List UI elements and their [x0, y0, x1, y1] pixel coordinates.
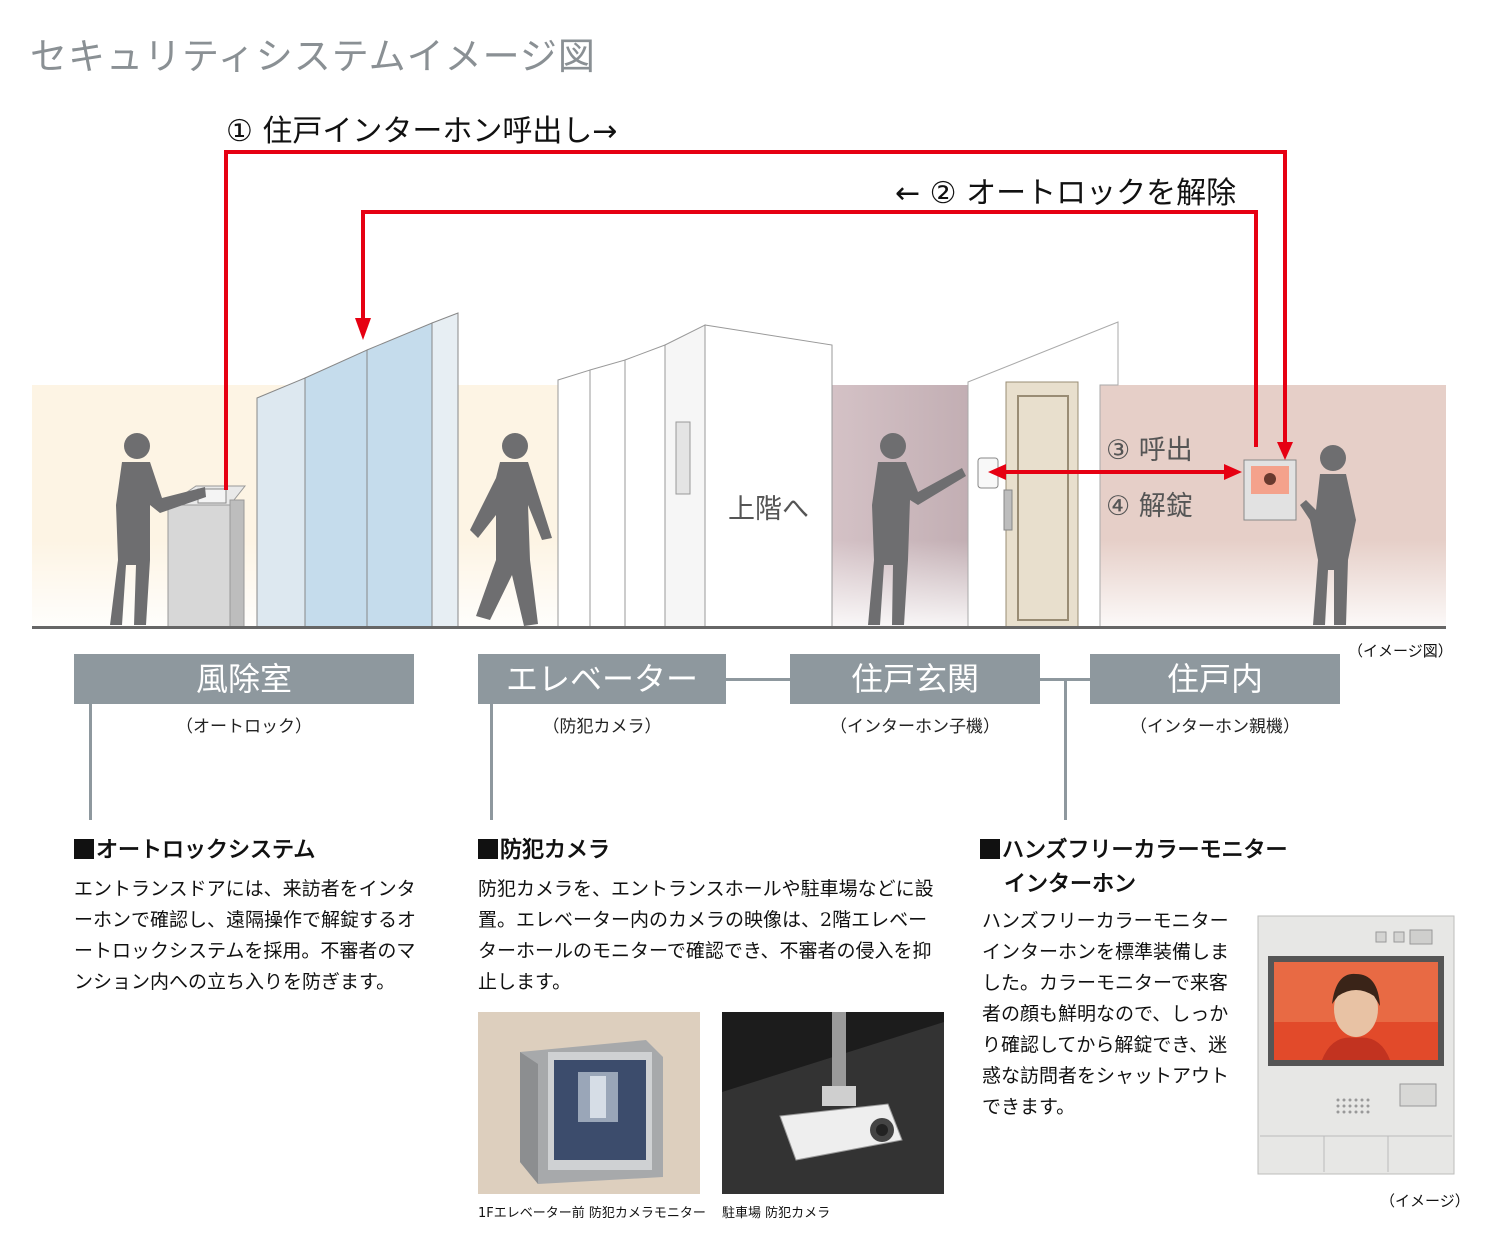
glass-door-frame: [431, 312, 459, 629]
floor-line: [32, 626, 1446, 629]
person-walking: [470, 433, 552, 626]
flow-line-unlock: [361, 210, 1258, 447]
bullet-square-icon: [74, 839, 94, 859]
intercom-monitor-photo: [1257, 915, 1455, 1175]
connector-door-dwelling: [1040, 678, 1090, 681]
zone-box-elevator: エレベーター: [478, 654, 726, 704]
zone-sub-dwelling: （インターホン親機）: [1130, 717, 1300, 737]
flow-line-call: [224, 150, 1287, 490]
flow-step-release-label: ④ 解錠: [1106, 491, 1193, 522]
glass-door-left: [256, 377, 306, 629]
page-title: セキュリティシステムイメージ図: [30, 35, 596, 78]
section-title-intercom-line2: インターホン: [1004, 871, 1137, 897]
flow-step-unlock-label: ← ② オートロックを解除: [895, 176, 1237, 211]
leader-intercom: [1064, 680, 1067, 820]
section-body-camera: 防犯カメラを、エントランスホールや駐車場などに設置。エレベーター内のカメラの映像…: [478, 878, 934, 993]
person-at-door: [868, 433, 966, 625]
flow-lines: [224, 150, 1287, 490]
autolock-panel: [166, 485, 247, 628]
intercom-master-unit: [1243, 459, 1297, 521]
connector-elevator-door: [726, 678, 790, 681]
apartment-door: [967, 321, 1119, 629]
zone-box-dwelling: 住戸内: [1090, 654, 1340, 704]
bullet-square-icon: [980, 839, 1000, 859]
flow-step-ring-label: ③ 呼出: [1106, 435, 1193, 466]
zone-box-entrance-door: 住戸玄関: [790, 654, 1040, 704]
upstairs-label: 上階へ: [728, 494, 809, 525]
photo-caption-parking-camera: 駐車場 防犯カメラ: [722, 1206, 831, 1221]
person-at-autolock: [110, 433, 206, 625]
elevator-monitor-photo: [478, 1012, 700, 1194]
parking-camera-photo: [722, 1012, 944, 1194]
elevator: [557, 324, 833, 629]
zone-sub-entrance-door: （インターホン子機）: [830, 717, 1000, 737]
glass-door-mid: [304, 349, 368, 629]
zone-sub-elevator: （防犯カメラ）: [542, 717, 662, 737]
resident-silhouette: [1300, 445, 1356, 625]
leader-autolock: [89, 704, 92, 820]
section-title-camera: 防犯カメラ: [478, 832, 610, 864]
person-silhouettes: [110, 433, 1356, 626]
zone-sub-vestibule: （オートロック）: [176, 717, 312, 737]
section-body-autolock: エントランスドアには、来訪者をインターホンで確認し、遠隔操作で解錠するオートロッ…: [74, 878, 417, 993]
photo-caption-elevator-monitor: 1Fエレベーター前 防犯カメラモニター: [478, 1206, 706, 1221]
section-body-intercom: ハンズフリーカラーモニターインターホンを標準装備しました。カラーモニターで来客者…: [982, 910, 1230, 1118]
section-title-intercom: ハンズフリーカラーモニター: [980, 832, 1288, 864]
intercom-image-note: （イメージ）: [1380, 1192, 1470, 1210]
leader-camera: [490, 704, 493, 820]
section-title-autolock: オートロックシステム: [74, 832, 315, 864]
zone-box-vestibule: 風除室: [74, 654, 414, 704]
bullet-square-icon: [478, 839, 498, 859]
scene-image-note: （イメージ図）: [1348, 642, 1453, 660]
flow-arrowheads: [355, 318, 1293, 480]
glass-door-right: [366, 322, 433, 629]
security-scene-illustration: [32, 150, 1446, 629]
flow-step-call-label: ① 住戸インターホン呼出し→: [226, 114, 618, 149]
